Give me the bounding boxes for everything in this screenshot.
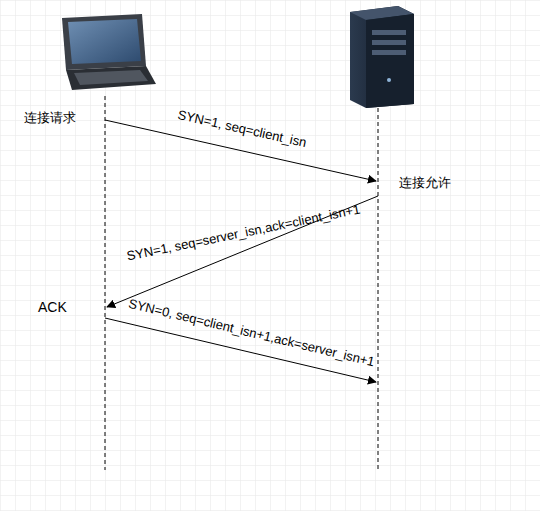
server-bay [372, 40, 406, 45]
laptop-screen [68, 19, 141, 64]
server-icon [350, 6, 414, 108]
server-lifeline [378, 108, 379, 470]
laptop-icon [62, 14, 156, 90]
step-label: ACK [38, 299, 67, 315]
laptop-lid [62, 14, 146, 70]
step-label: 连接允许 [399, 175, 451, 191]
laptop-base [66, 66, 156, 90]
client-lifeline [105, 96, 106, 470]
message-label: SYN=1, seq=client_isn [133, 97, 351, 160]
step-label: 连接请求 [24, 110, 76, 126]
server-led [387, 78, 391, 82]
laptop-keyboard [74, 70, 148, 85]
server-bay [372, 30, 406, 35]
server-body [350, 6, 414, 108]
server-front [366, 14, 414, 108]
server-bay [372, 50, 406, 55]
message-label: SYN=1, seq=server_isn,ack=client_isn+1 [121, 201, 364, 266]
message-arrow [107, 196, 378, 307]
message-label: SYN=0, seq=client_isn+1,ack=server_isn+1 [125, 295, 377, 370]
